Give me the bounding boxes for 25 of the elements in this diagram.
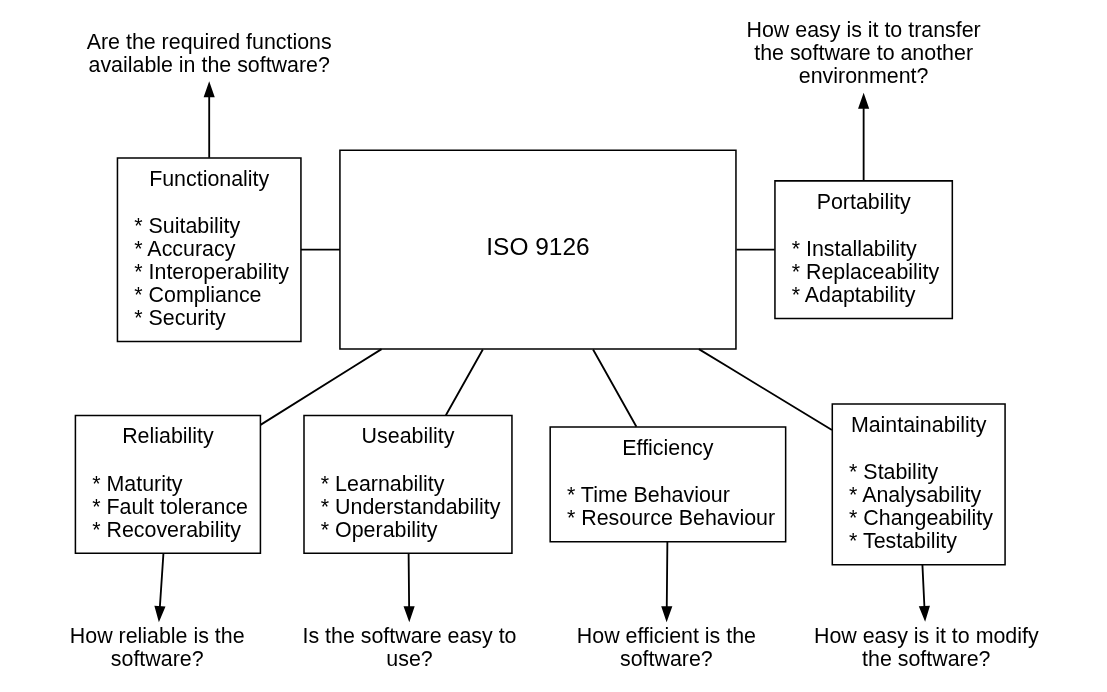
connector	[299, 248, 341, 251]
node-text: How reliable is the software?	[69, 623, 245, 671]
node-box: Functionality * Suitability * Accuracy * Interoperability * Compliance * Security	[116, 157, 302, 343]
arrow	[403, 552, 415, 623]
connector	[259, 348, 382, 426]
node-text: How easy is it to modify the software?	[813, 623, 1039, 671]
connector	[735, 248, 776, 251]
connector	[591, 348, 637, 428]
node-box: Maintainability * Stability * Analysability * Changeability * Testability	[831, 403, 1006, 566]
node-box: Reliability * Maturity * Fault tolerance * Recoverability	[74, 414, 261, 554]
arrow	[660, 540, 672, 623]
arrow	[153, 552, 165, 623]
arrow	[918, 563, 930, 622]
connector	[697, 348, 833, 431]
node-text: How easy is it to transfer the software to another environment?	[746, 18, 981, 89]
node-text: Is the software easy to use?	[302, 623, 517, 671]
arrow	[203, 81, 215, 159]
connector	[444, 348, 484, 417]
node-box: Useability * Learnability * Understandability * Operability	[302, 414, 513, 554]
node-text: How efficient is the software?	[576, 623, 756, 671]
node-box: ISO 9126	[338, 149, 737, 350]
node-box: Efficiency * Time Behaviour * Resource Behaviour	[548, 426, 786, 543]
node-box: Portability * Installability * Replaceability * Adaptability	[773, 180, 953, 320]
node-text: Are the required functions available in the software?	[86, 29, 332, 77]
arrow	[857, 92, 869, 182]
